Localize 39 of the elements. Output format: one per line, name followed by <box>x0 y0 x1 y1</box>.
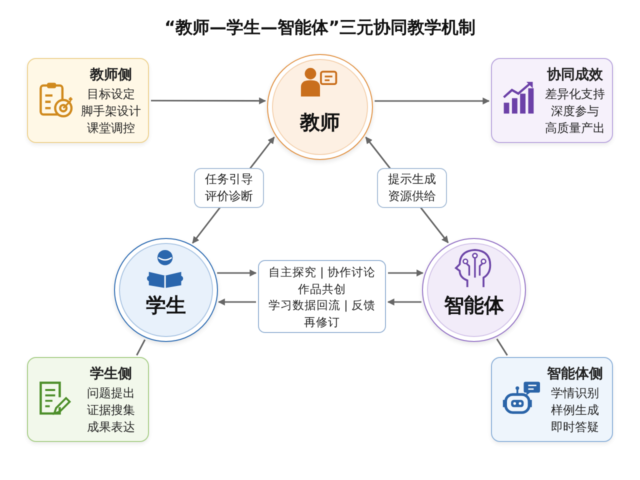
list-item: 深度参与 <box>551 103 599 120</box>
card-heading: 协同成效 <box>547 66 603 85</box>
activity-text: 再修订 <box>304 314 340 330</box>
outcome-card <box>491 58 613 143</box>
list-item: 高质量产出 <box>545 120 605 137</box>
edge-label: 任务引导评价诊断 <box>194 168 264 208</box>
activity-text: 学习数据回流 | 反馈 <box>268 297 376 314</box>
connector-line <box>136 339 146 356</box>
activity-box <box>258 260 386 333</box>
connector-line <box>496 338 508 356</box>
arrow <box>151 97 266 104</box>
card-heading: 学生侧 <box>90 365 132 384</box>
activity-text: 自主探究 | 协作讨论 <box>268 264 376 280</box>
list-item: 脚手架设计 <box>81 103 141 120</box>
node-label: 智能体 <box>442 293 505 317</box>
arrow <box>388 270 424 276</box>
arrow <box>387 298 422 306</box>
activity-text: 作品共创 <box>298 280 346 297</box>
list-item: 学情识别 <box>551 385 599 402</box>
list-item: 目标设定 <box>87 86 135 103</box>
list-item: 差异化支持 <box>545 86 605 103</box>
card-heading: 教师侧 <box>90 66 132 85</box>
arrow <box>218 298 256 306</box>
role-card <box>27 58 149 143</box>
list-item: 样例生成 <box>551 402 599 419</box>
node-label: 学生 <box>145 293 187 317</box>
arrow <box>374 98 490 104</box>
list-item: 即时答疑 <box>551 419 599 436</box>
list-item: 证据搜集 <box>87 402 135 419</box>
edge-label: 提示生成资源供给 <box>377 168 447 208</box>
title: “教师—学生—智能体”三元协同教学机制 <box>163 17 477 39</box>
list-item: 课堂调控 <box>87 120 135 137</box>
card-heading: 智能体侧 <box>547 365 603 384</box>
role-card <box>27 357 149 442</box>
node-label: 教师 <box>298 110 341 134</box>
arrow <box>217 270 257 276</box>
list-item: 成果表达 <box>87 419 135 436</box>
role-card <box>491 357 613 442</box>
list-item: 问题提出 <box>87 385 135 402</box>
